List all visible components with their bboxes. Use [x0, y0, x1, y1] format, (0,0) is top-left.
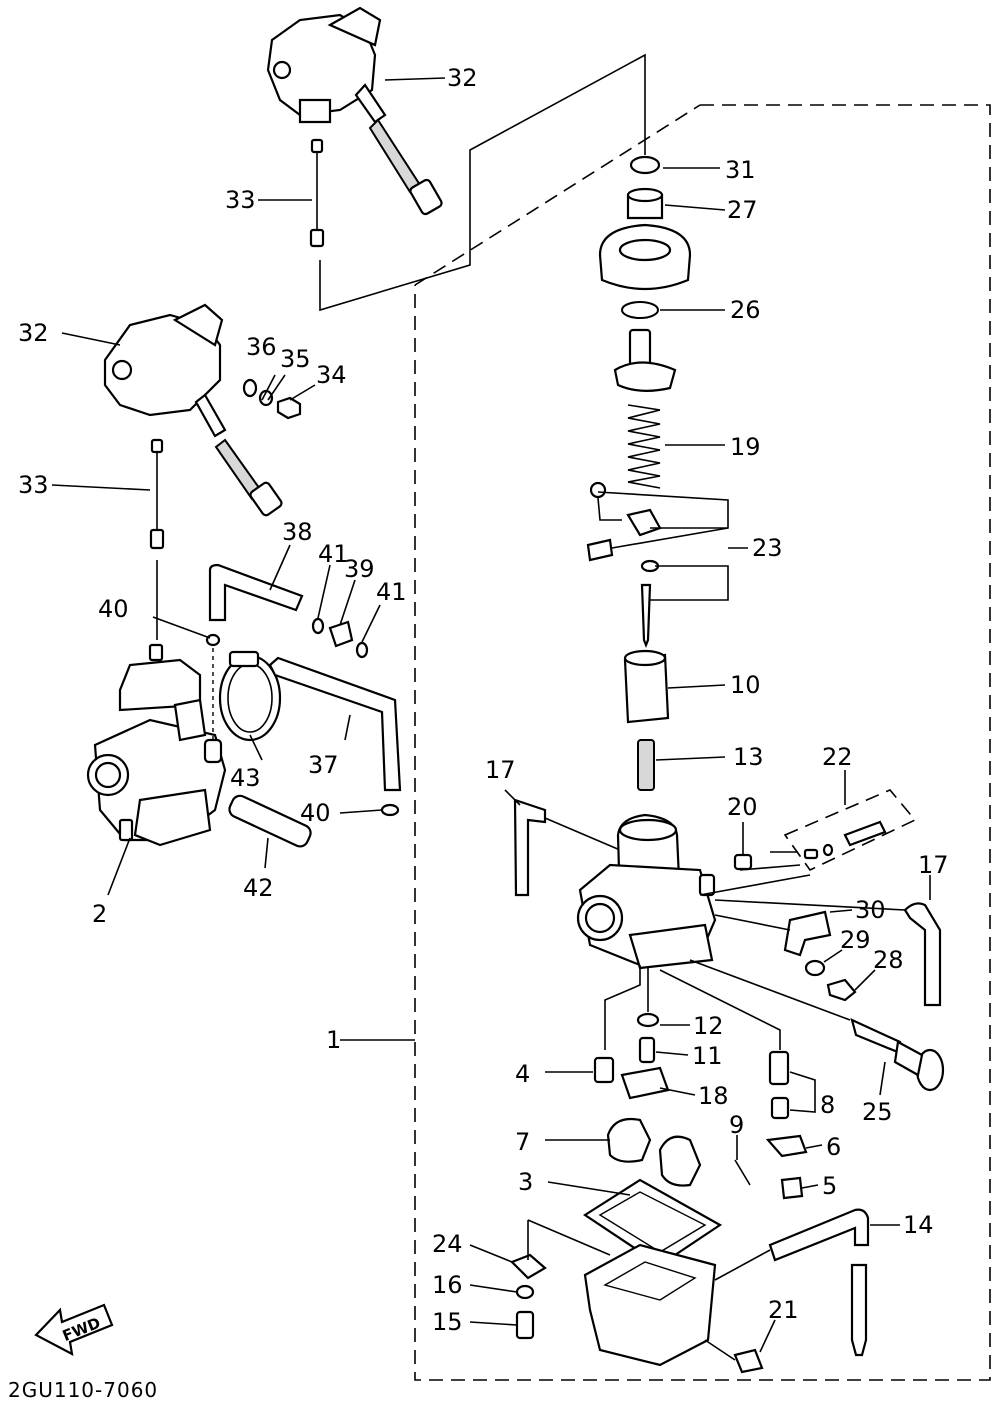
- part-label-32-left: 32: [18, 319, 49, 347]
- throttle-housing-top: [266, 6, 443, 216]
- bolt-washer-set: [242, 378, 302, 420]
- part-label-31: 31: [725, 156, 756, 184]
- carburetor-assembled-left: [86, 643, 227, 847]
- leader-lines: [51, 77, 931, 1353]
- part-label-23: 23: [752, 534, 783, 562]
- assembly-boundary: [340, 104, 991, 1381]
- part-label-15: 15: [432, 1308, 463, 1336]
- part-label-22: 22: [822, 743, 853, 771]
- part-label-42: 42: [243, 874, 274, 902]
- part-label-24: 24: [432, 1230, 463, 1258]
- drain-hose-14: [768, 1208, 870, 1357]
- fwd-arrow-icon: FWD: [34, 1303, 114, 1357]
- part-label-33-top: 33: [225, 186, 256, 214]
- part-label-12: 12: [693, 1012, 724, 1040]
- part-label-8: 8: [820, 1091, 835, 1119]
- spring-19: [627, 404, 661, 489]
- vent-hose-38: [208, 563, 304, 622]
- part-label-35: 35: [280, 345, 311, 373]
- part-label-27: 27: [727, 196, 758, 224]
- hose-17-left: [513, 798, 547, 897]
- pilot-screw-set: [770, 789, 917, 872]
- part-label-36: 36: [246, 333, 277, 361]
- part-label-10: 10: [730, 671, 761, 699]
- part-label-21: 21: [768, 1296, 799, 1324]
- carburetor-body: [576, 813, 717, 970]
- part-label-33-left: 33: [18, 471, 49, 499]
- part-label-16: 16: [432, 1271, 463, 1299]
- part-label-5: 5: [822, 1172, 837, 1200]
- part-label-30: 30: [855, 896, 886, 924]
- part-label-38: 38: [282, 518, 313, 546]
- part-label-14: 14: [903, 1211, 934, 1239]
- diagram-code: 2GU110-7060: [8, 1378, 158, 1402]
- part-label-7: 7: [515, 1128, 530, 1156]
- float-7: [606, 1117, 702, 1187]
- throttle-housing-left: [103, 303, 283, 517]
- part-label-37: 37: [308, 751, 339, 779]
- part-label-17-right: 17: [918, 851, 949, 879]
- throttle-stop-screw: [850, 1018, 945, 1092]
- part-label-41-top: 41: [318, 540, 349, 568]
- part-label-20: 20: [727, 793, 758, 821]
- part-label-26: 26: [730, 296, 761, 324]
- part-label-29: 29: [840, 926, 871, 954]
- part-label-1: 1: [326, 1026, 341, 1054]
- part-label-19: 19: [730, 433, 761, 461]
- float-bowl: [583, 1243, 717, 1367]
- part-label-3: 3: [518, 1168, 533, 1196]
- part-label-2: 2: [92, 900, 107, 928]
- part-label-40-bottom: 40: [300, 799, 331, 827]
- part-label-9: 9: [729, 1111, 744, 1139]
- part-label-13: 13: [733, 743, 764, 771]
- part-label-28: 28: [873, 946, 904, 974]
- part-label-11: 11: [692, 1042, 723, 1070]
- throttle-cable-left: [149, 438, 165, 640]
- part-labels: 32 33 31 27 26 32 36 35 34 19 33 38 23 4…: [18, 64, 949, 1336]
- overflow-hose-37: [268, 656, 402, 792]
- part-label-40-top: 40: [98, 595, 129, 623]
- part-label-18: 18: [698, 1082, 729, 1110]
- part-label-4: 4: [515, 1060, 530, 1088]
- throttle-cable-top: [309, 138, 325, 248]
- clamp-43: [218, 650, 282, 742]
- part-label-39: 39: [344, 555, 375, 583]
- part-label-6: 6: [826, 1133, 841, 1161]
- needle-clip-23: [586, 481, 729, 601]
- part-label-17-left: 17: [485, 756, 516, 784]
- part-label-25: 25: [862, 1098, 893, 1126]
- part-label-32-top: 32: [447, 64, 478, 92]
- part-label-34: 34: [316, 361, 347, 389]
- part-label-41-right: 41: [376, 578, 407, 606]
- part-label-43: 43: [230, 764, 261, 792]
- joint-and-clips: [311, 617, 369, 659]
